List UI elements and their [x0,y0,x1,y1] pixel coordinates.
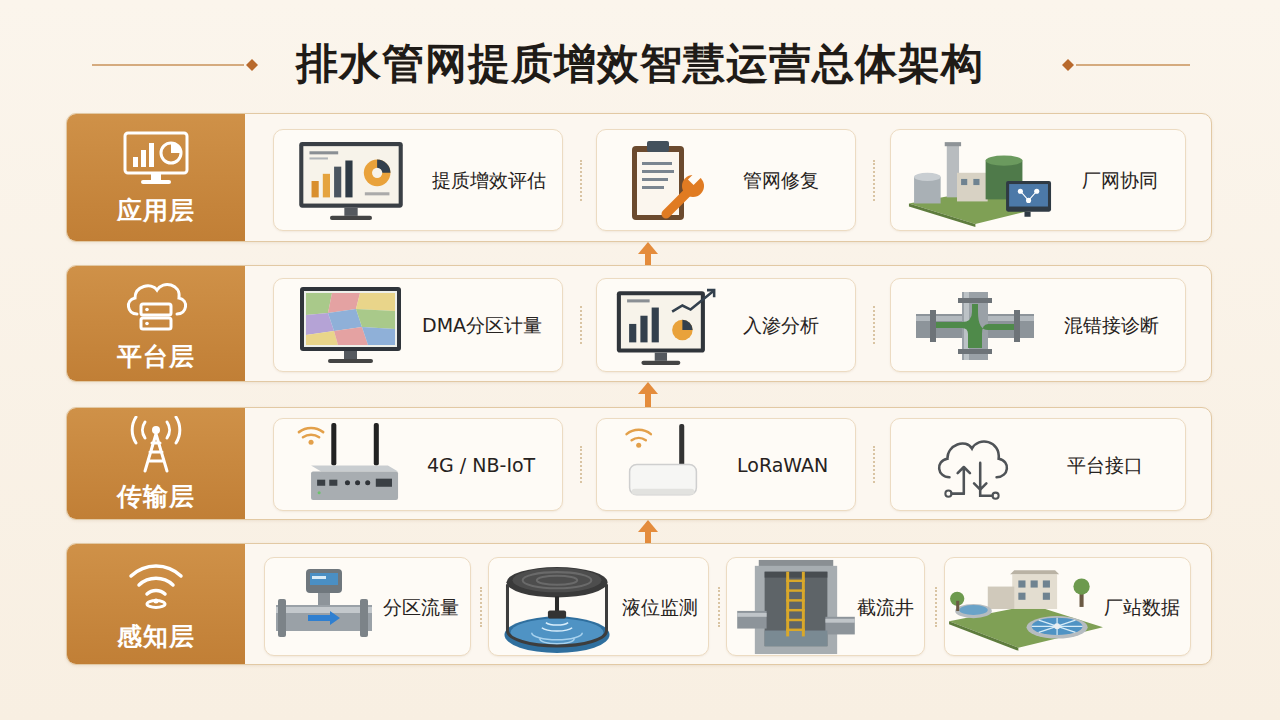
layer-label-panel: 应用层 [67,114,245,241]
module-card: 分区流量 [264,557,471,656]
module-name: 平台接口 [1067,453,1143,477]
module-name: 4G / NB-IoT [427,453,535,477]
layer-arrow [638,520,658,543]
layer-band: 传输层 4G / NB-IoT LoRaWAN 平台接口 [66,407,1212,520]
layer-icon [121,556,191,614]
layer-label-panel: 平台层 [67,266,245,381]
module-illustration [623,422,703,508]
module-card: 液位监测 [488,557,709,656]
module-name: 管网修复 [743,168,819,192]
module-illustration [274,566,374,648]
module-illustration [297,140,405,222]
layer-icon [121,130,191,188]
dotted-divider [580,306,582,344]
module-illustration [737,558,855,656]
layer-label-panel: 感知层 [67,544,245,664]
module-name: 提质增效评估 [432,168,546,192]
module-card: DMA分区计量 [273,278,563,372]
module-card: LoRaWAN [596,418,856,511]
dotted-divider [873,160,875,201]
layer-name: 传输层 [117,482,195,512]
dotted-divider [935,587,937,627]
layer-band: 感知层 分区流量 液位监测 截流井 厂站数据 [66,543,1212,665]
layer-arrow [638,242,658,265]
module-name: 混错接诊断 [1064,313,1159,337]
dotted-divider [873,446,875,483]
layer-band: 平台层 DMA分区计量 入渗分析 混错接诊断 [66,265,1212,382]
ornament-line [92,64,244,66]
layer-icon [121,276,191,334]
module-illustration [627,138,707,226]
module-name: 分区流量 [383,595,459,619]
dotted-divider [480,587,482,627]
module-card: 截流井 [726,557,925,656]
module-card: 提质增效评估 [273,129,563,231]
layer-name: 感知层 [117,622,195,652]
ornament-line [1076,64,1190,66]
layer-label-panel: 传输层 [67,408,245,519]
diagram-title: 排水管网提质增效智慧运营总体架构 [0,36,1280,92]
module-illustration [501,560,613,656]
dotted-divider [718,587,720,627]
module-card: 混错接诊断 [890,278,1186,372]
layer-arrow [638,382,658,407]
module-name: 截流井 [857,595,914,619]
layer-name: 应用层 [117,196,195,226]
module-card: 厂站数据 [944,557,1191,656]
ornament-diamond [1062,59,1074,71]
module-illustration [947,568,1105,652]
dotted-divider [580,160,582,201]
module-illustration [915,292,1035,360]
module-name: 厂网协同 [1082,168,1158,192]
ornament-diamond [246,59,258,71]
module-name: DMA分区计量 [422,313,542,337]
dotted-divider [580,446,582,483]
module-illustration [905,136,1055,228]
layer-icon [121,416,191,474]
layer-name: 平台层 [117,342,195,372]
module-name: 液位监测 [622,595,698,619]
dotted-divider [873,306,875,344]
module-illustration [931,432,1013,502]
module-card: 4G / NB-IoT [273,418,563,511]
layer-band: 应用层 提质增效评估 管网修复 厂网协同 [66,113,1212,242]
module-name: 入渗分析 [743,313,819,337]
module-illustration [614,285,718,369]
module-card: 管网修复 [596,129,856,231]
module-card: 入渗分析 [596,278,856,372]
module-name: LoRaWAN [737,453,828,477]
module-illustration [296,421,404,507]
module-name: 厂站数据 [1104,595,1180,619]
module-illustration [298,285,403,367]
module-card: 厂网协同 [890,129,1186,231]
module-card: 平台接口 [890,418,1186,511]
